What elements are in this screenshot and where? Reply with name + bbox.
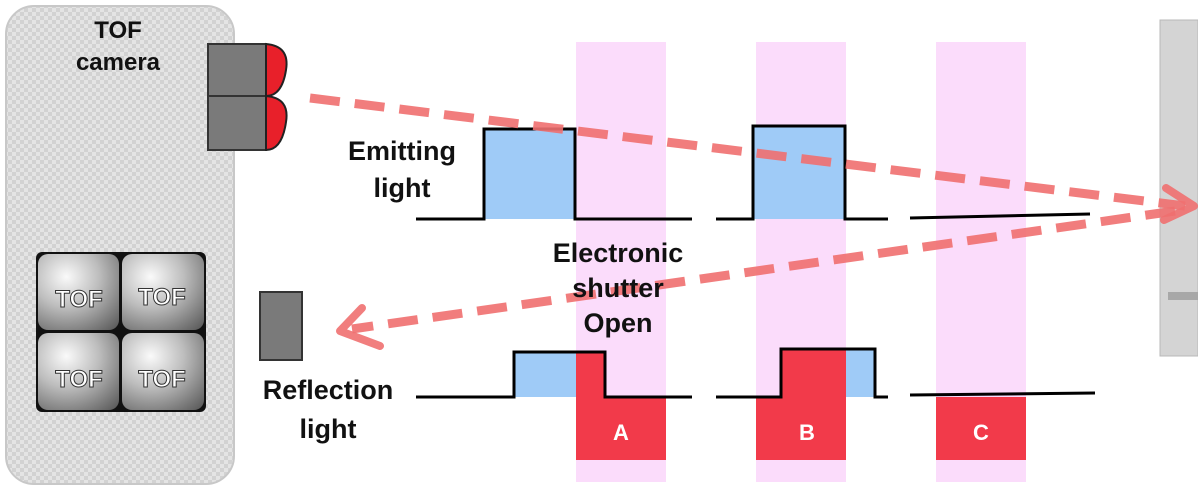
window-label-c: C: [973, 420, 989, 445]
emitted-pulses: [416, 124, 1091, 221]
emitting-label-line1: Emitting: [348, 136, 456, 166]
shutter-label-line1: Electronic: [553, 238, 684, 268]
sensor-tile: TOF: [122, 333, 204, 410]
light-path-arrows: [309, 93, 1198, 350]
sensor-tile: TOF: [38, 254, 119, 330]
sensor-tile-label: TOF: [138, 284, 186, 311]
light-emitter: [207, 42, 288, 152]
charge-window-b: B: [756, 397, 846, 460]
camera-panel: TOF camera: [5, 5, 235, 485]
window-label-b: B: [799, 420, 815, 445]
emitting-label-line2: light: [374, 173, 431, 203]
shutter-label-line3: Open: [583, 308, 652, 338]
reflect-ray-arrowhead: [336, 304, 384, 350]
sensor-tile-label: TOF: [55, 366, 103, 393]
emit-ray: [309, 93, 1186, 211]
camera-title-line1: TOF: [94, 17, 142, 44]
receiver-block: [259, 291, 303, 361]
window-label-a: A: [613, 420, 629, 445]
charge-window-a: A: [576, 397, 666, 460]
reflection-label-line1: Reflection: [263, 375, 394, 405]
sensor-tile-label: TOF: [55, 286, 103, 313]
reflect-ray: [351, 206, 1176, 334]
sensor-tile: TOF: [38, 333, 119, 410]
shutter-label-line2: shutter: [572, 273, 664, 303]
charge-window-c: C: [936, 397, 1026, 460]
reflected-pulses: [416, 347, 1096, 399]
sensor-grid: TOF TOF TOF TOF: [36, 252, 206, 412]
sensor-tile: TOF: [122, 254, 204, 330]
reflection-label-line2: light: [300, 414, 357, 444]
camera-title-line2: camera: [76, 49, 161, 76]
sensor-tile-label: TOF: [138, 366, 186, 393]
